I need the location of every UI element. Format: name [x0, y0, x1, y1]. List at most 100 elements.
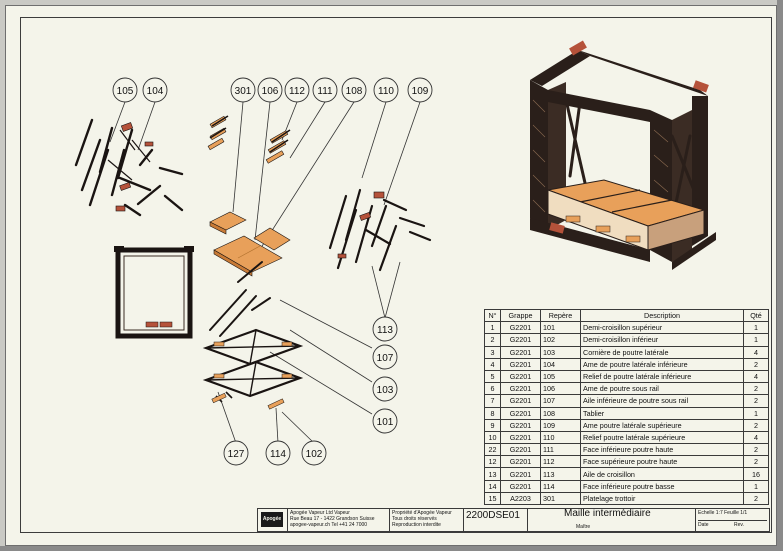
drawing-title-cell: Maille intermédiaire Maître: [528, 509, 696, 531]
bom-cell-grappe: G2201: [500, 394, 541, 408]
svg-text:127: 127: [228, 449, 245, 460]
bom-cell-qty: 2: [743, 455, 769, 469]
drawing-title: Maille intermédiaire: [564, 509, 651, 519]
company-line-2: Rue Beau 17 - 1422 Grandson Suisse: [290, 516, 375, 522]
bom-cell-grappe: G2201: [500, 357, 541, 371]
bom-cell-no: 13: [484, 467, 501, 481]
bom-cell-no: 1: [484, 321, 501, 335]
bom-cell-grappe: G2201: [500, 382, 541, 396]
bom-cell-repere: 107: [540, 394, 581, 408]
bom-cell-repere: 104: [540, 357, 581, 371]
parts-104-105: [74, 118, 184, 217]
bom-cell-description: Ame de poutre latérale inférieure: [580, 357, 744, 371]
callout-112: 112: [284, 77, 310, 103]
bom-cell-qty: 2: [743, 491, 769, 506]
callout-103: 103: [372, 376, 398, 402]
bom-cell-grappe: G2201: [500, 345, 541, 359]
bom-cell-grappe: G2201: [500, 418, 541, 432]
bom-cell-qty: 1: [743, 333, 769, 347]
svg-text:106: 106: [262, 86, 279, 97]
parts-301-108: [209, 211, 291, 277]
bom-cell-qty: 1: [743, 321, 769, 335]
bom-cell-repere: 105: [540, 369, 581, 384]
drawing-code: 2200DSE01: [466, 510, 520, 521]
svg-text:107: 107: [377, 353, 394, 364]
bom-cell-qty: 4: [743, 345, 769, 359]
bom-cell-no: 2: [484, 333, 501, 347]
bom-header-repere: Repère: [540, 308, 581, 323]
bom-cell-repere: 112: [540, 455, 581, 469]
window-edge-bottom: [0, 546, 783, 551]
date-label: Date: [698, 522, 709, 528]
drawing-frame: [20, 17, 772, 533]
bom-cell-description: Demi-croisillon supérieur: [580, 321, 744, 335]
parts-101-102-103: [202, 328, 304, 410]
svg-text:112: 112: [289, 86, 305, 97]
sheet-info-cell: Echelle 1:7 Feuille 1/1 Date Rev.: [696, 509, 769, 531]
bom-cell-repere: 301: [540, 491, 581, 506]
bom-cell-description: Platelage trottoir: [580, 491, 744, 506]
bom-cell-qty: 2: [743, 418, 769, 432]
bom-cell-qty: 16: [743, 467, 769, 481]
bom-cell-qty: 2: [743, 382, 769, 396]
bom-cell-no: 15: [484, 491, 501, 506]
rights-line-2: Tous droits réservés: [392, 516, 437, 522]
bom-cell-grappe: G2201: [500, 467, 541, 481]
bom-cell-repere: 110: [540, 430, 581, 445]
svg-text:109: 109: [412, 86, 429, 97]
bom-cell-repere: 111: [540, 443, 581, 457]
bom-cell-description: Relief poutre latérale supérieure: [580, 430, 744, 445]
callout-107: 107: [372, 344, 398, 370]
bom-cell-no: 14: [484, 479, 501, 493]
bom-cell-repere: 114: [540, 479, 581, 493]
bom-cell-grappe: G2201: [500, 455, 541, 469]
callout-127: 127: [223, 440, 249, 466]
bom-cell-no: 9: [484, 418, 501, 432]
bom-cell-description: Ame poutre latérale supérieure: [580, 418, 744, 432]
bom-cell-repere: 103: [540, 345, 581, 359]
bom-cell-no: 6: [484, 382, 501, 396]
svg-text:301: 301: [235, 86, 252, 97]
rights-line-3: Reproduction interdite: [392, 522, 441, 528]
bom-cell-no: 7: [484, 394, 501, 408]
bom-cell-description: Cornière de poutre latérale: [580, 345, 744, 359]
callout-111: 111: [312, 77, 338, 103]
callout-106: 106: [257, 77, 283, 103]
bom-cell-qty: 1: [743, 406, 769, 420]
drawing-subtitle: Maître: [576, 524, 591, 530]
callout-109: 109: [407, 77, 433, 103]
bom-cell-qty: 2: [743, 443, 769, 457]
part-frame-assembly: [114, 246, 194, 339]
title-block: Apogée Apogée Vapeur Ltd Vapeur Rue Beau…: [257, 508, 770, 532]
bom-cell-description: Demi-croisillon inférieur: [580, 333, 744, 347]
bom-cell-qty: 2: [743, 357, 769, 371]
bom-cell-qty: 1: [743, 479, 769, 493]
callout-108: 108: [341, 77, 367, 103]
bom-cell-description: Face inférieure poutre basse: [580, 479, 744, 493]
bom-cell-qty: 2: [743, 394, 769, 408]
bom-cell-no: 12: [484, 455, 501, 469]
callout-101: 101: [372, 408, 398, 434]
bom-cell-repere: 109: [540, 418, 581, 432]
bom-cell-qty: 4: [743, 430, 769, 445]
callout-102: 102: [301, 440, 327, 466]
callout-104: 104: [142, 77, 168, 103]
bom-cell-no: 10: [484, 430, 501, 445]
bom-cell-description: Ame de poutre sous rail: [580, 382, 744, 396]
svg-text:108: 108: [346, 86, 363, 97]
bom-cell-description: Relief de poutre latérale inférieure: [580, 369, 744, 384]
svg-text:114: 114: [270, 449, 286, 460]
